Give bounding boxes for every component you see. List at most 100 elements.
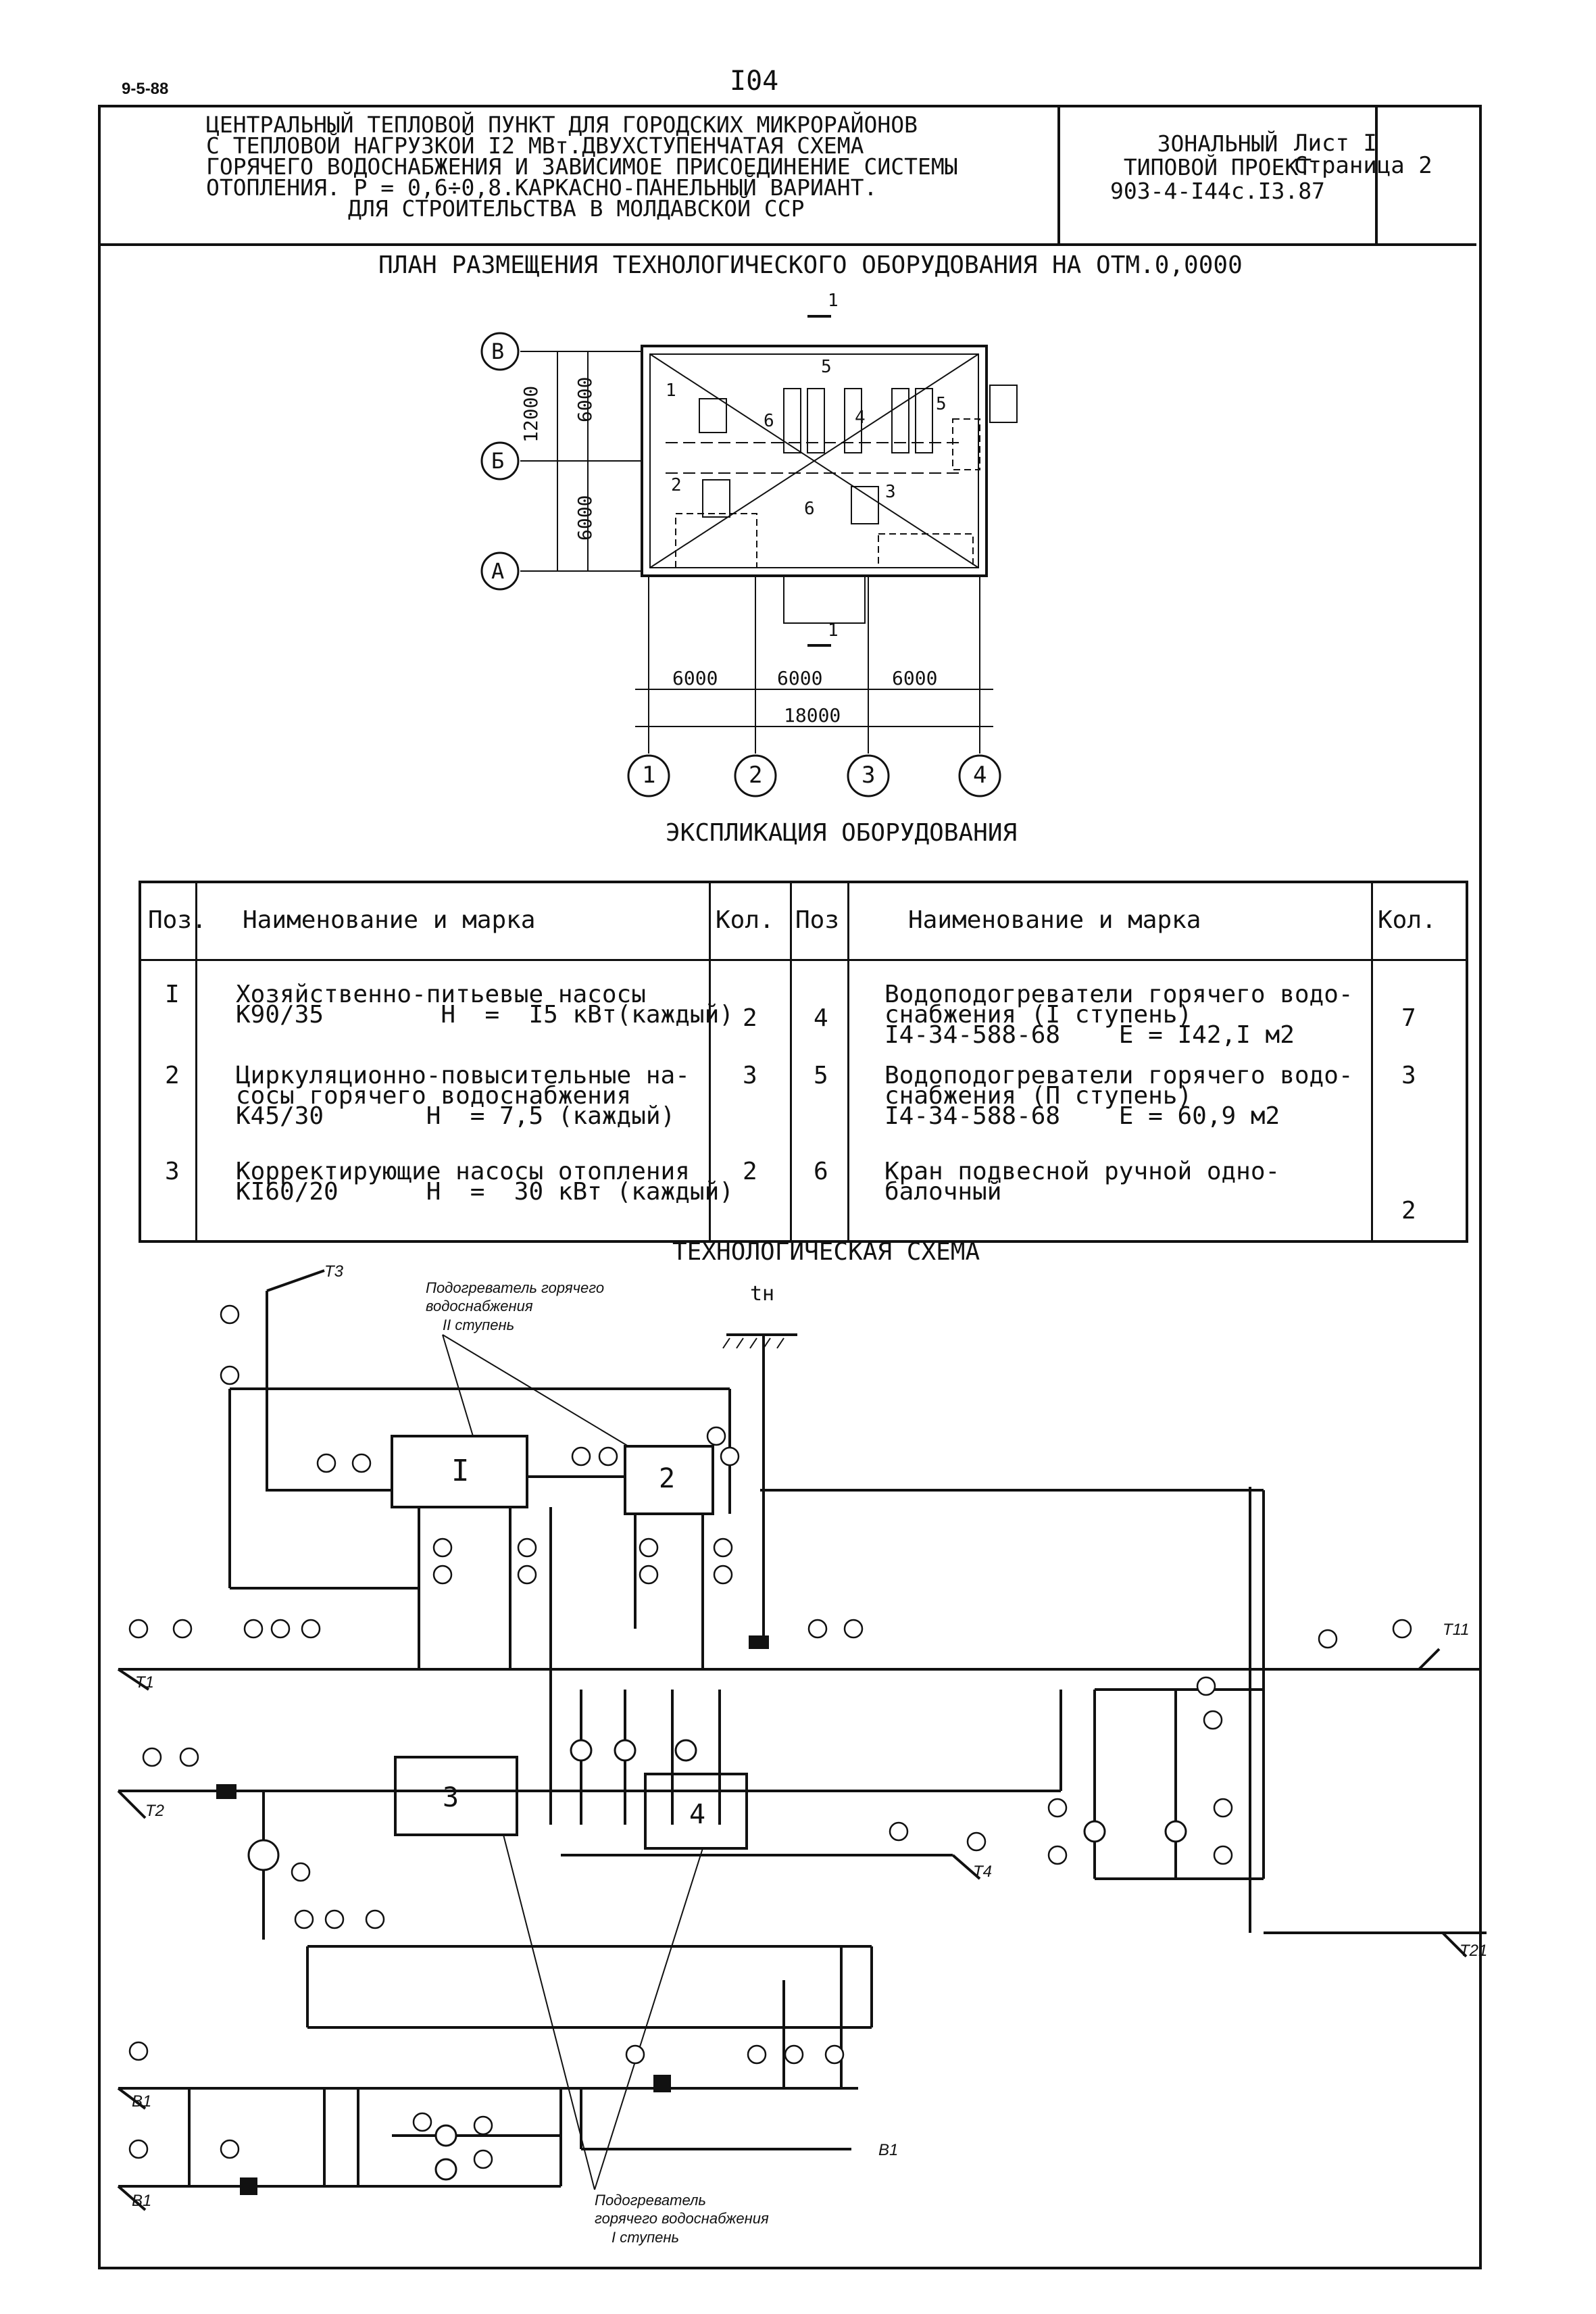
equipment-mark: 6 (804, 499, 815, 519)
note-top-line: Подогреватель горячего (426, 1279, 605, 1296)
row-qty: 2 (1401, 1197, 1416, 1225)
pipe-label: Т1 (135, 1673, 155, 1692)
dim-horizontal-part: 6000 (892, 667, 938, 689)
title-main: ЦЕНТРАЛЬНЫЙ ТЕПЛОВОЙ ПУНКТ ДЛЯ ГОРОДСКИХ… (98, 105, 1057, 243)
explication-table: Поз. Наименование и марка Кол. Поз Наиме… (139, 881, 1468, 1243)
row-qty: 2 (743, 1004, 757, 1032)
name-line: сосы горячего водоснабжения (236, 1082, 632, 1110)
axis-col-2: 2 (749, 762, 763, 789)
name-line: Хозяйственно-питьевые насосы (236, 981, 646, 1008)
row-qty: 7 (1401, 1004, 1416, 1032)
project-line: ЗОНАЛЬНЫЙ (1157, 130, 1278, 157)
section-mark-top: 1 (828, 291, 839, 311)
name-line: Корректирующие насосы отопления (236, 1158, 690, 1185)
title-line: ДЛЯ СТРОИТЕЛЬСТВА В МОЛДАВСКОЙ ССР (348, 195, 805, 222)
title-line: ЦЕНТРАЛЬНЫЙ ТЕПЛОВОЙ ПУНКТ ДЛЯ ГОРОДСКИХ… (206, 112, 918, 138)
name-line: I4-34-588-68 Е = 60,9 м2 (884, 1102, 1280, 1130)
row-pos: 6 (814, 1158, 828, 1185)
dim-horizontal-total: 18000 (784, 704, 841, 727)
unit-label: 2 (659, 1463, 676, 1494)
pipe-label: В1 (132, 2092, 152, 2111)
page-label: Страница 2 (1294, 152, 1432, 179)
equipment-mark: 4 (855, 408, 866, 428)
header-pos: Поз (795, 906, 840, 934)
header-pos: Поз. (148, 906, 207, 934)
axis-col-3: 3 (862, 762, 876, 789)
outdoor-temp-label: tн (750, 1282, 775, 1306)
title-block: ЦЕНТРАЛЬНЫЙ ТЕПЛОВОЙ ПУНКТ ДЛЯ ГОРОДСКИХ… (98, 105, 1476, 246)
pipe-label: Т11 (1443, 1621, 1470, 1639)
title-line: ГОРЯЧЕГО ВОДОСНАБЖЕНИЯ И ЗАВИСИМОЕ ПРИСО… (206, 153, 958, 180)
axis-col-1: 1 (642, 762, 656, 789)
dim-horizontal-part: 6000 (777, 667, 823, 689)
name-line: КI60/20 Н = 30 кВт (каждый) (236, 1178, 734, 1206)
header-name: Наименование и марка (908, 906, 1201, 934)
row-qty: 3 (1401, 1062, 1416, 1089)
name-line: балочный (884, 1178, 1002, 1206)
header-qty: Кол. (716, 906, 774, 934)
row-pos: I (165, 981, 180, 1008)
equipment-mark: 3 (885, 482, 896, 502)
title-line: ОТОПЛЕНИЯ. Р = 0,6÷0,8.КАРКАСНО-ПАНЕЛЬНЫ… (206, 174, 878, 201)
axis-row-v: В (491, 339, 505, 364)
note-bottom-line: Подогреватель (595, 2192, 706, 2209)
drawing-frame (98, 105, 1482, 2269)
header-qty: Кол. (1378, 906, 1437, 934)
row-qty: 2 (743, 1158, 757, 1185)
name-line: I4-34-588-68 Е = I42,I м2 (884, 1021, 1295, 1049)
row-name: Кран подвесной ручной одно- балочный (884, 1158, 1280, 1206)
note-top-line: водоснабжения (426, 1298, 533, 1314)
equipment-mark: 2 (671, 475, 682, 495)
name-line: Кран подвесной ручной одно- (884, 1158, 1280, 1185)
scheme-title: ТЕХНОЛОГИЧЕСКАЯ СХЕМА (672, 1238, 980, 1266)
name-line: Циркуляционно-повысительные на- (236, 1062, 690, 1089)
axis-col-4: 4 (973, 762, 987, 789)
dim-horizontal-part: 6000 (672, 667, 718, 689)
project-code: 903-4-I44с.I3.87 (1110, 178, 1325, 204)
unit-label: I (451, 1454, 470, 1488)
row-name: Водоподогреватели горячего водо- снабжен… (884, 981, 1353, 1049)
project-line: ТИПОВОЙ ПРОЕКТ (1123, 154, 1312, 180)
plan-title: ПЛАН РАЗМЕЩЕНИЯ ТЕХНОЛОГИЧЕСКОГО ОБОРУДО… (378, 251, 1243, 279)
row-name: Корректирующие насосы отопления КI60/20 … (236, 1158, 734, 1206)
unit-label: 3 (443, 1782, 459, 1813)
name-line: снабжения (П ступень) (884, 1082, 1193, 1110)
unit-label: 4 (689, 1799, 706, 1830)
name-line: К45/30 Н = 7,5 (каждый) (236, 1102, 676, 1130)
row-name: Водоподогреватели горячего водо- снабжен… (884, 1062, 1353, 1130)
name-line: снабжения (I ступень) (884, 1001, 1193, 1029)
row-name: Хозяйственно-питьевые насосы К90/35 Н = … (236, 981, 734, 1029)
explication-title: ЭКСПЛИКАЦИЯ ОБОРУДОВАНИЯ (666, 819, 1018, 847)
note-bottom-line: горячего водоснабжения (595, 2210, 769, 2227)
equipment-mark: 1 (666, 380, 676, 401)
title-line: С ТЕПЛОВОЙ НАГРУЗКОЙ I2 МВт.ДВУХСТУПЕНЧА… (206, 132, 864, 159)
pipe-label: Т21 (1460, 1942, 1488, 1960)
equipment-mark: 5 (821, 357, 832, 377)
row-pos: 3 (165, 1158, 180, 1185)
name-line: Водоподогреватели горячего водо- (884, 1062, 1353, 1089)
pipe-label: В1 (878, 2141, 899, 2159)
row-pos: 2 (165, 1062, 180, 1089)
name-line: Водоподогреватели горячего водо- (884, 981, 1353, 1008)
pipe-label: В1 (132, 2192, 152, 2210)
page-number: I04 (730, 66, 779, 97)
axis-row-b: Б (491, 448, 505, 474)
note-bottom-line: I ступень (612, 2229, 680, 2246)
corner-code: 9-5-88 (122, 80, 169, 98)
row-pos: 5 (814, 1062, 828, 1089)
sheet-label: Лист I (1294, 130, 1377, 157)
project-cell: ЗОНАЛЬНЫЙ ТИПОВОЙ ПРОЕКТ 903-4-I44с.I3.8… (1057, 105, 1375, 243)
row-pos: 4 (814, 1004, 828, 1032)
header-name: Наименование и марка (243, 906, 536, 934)
equipment-mark: 5 (936, 394, 947, 414)
pipe-label: Т2 (145, 1802, 165, 1820)
section-mark-bottom: 1 (828, 620, 839, 641)
sheet-cell (1375, 105, 1479, 243)
axis-row-a: А (491, 558, 505, 584)
name-line: К90/35 Н = I5 кВт(каждый) (236, 1001, 734, 1029)
pipe-label: Т4 (973, 1863, 993, 1881)
equipment-mark: 6 (764, 411, 774, 431)
row-qty: 3 (743, 1062, 757, 1089)
